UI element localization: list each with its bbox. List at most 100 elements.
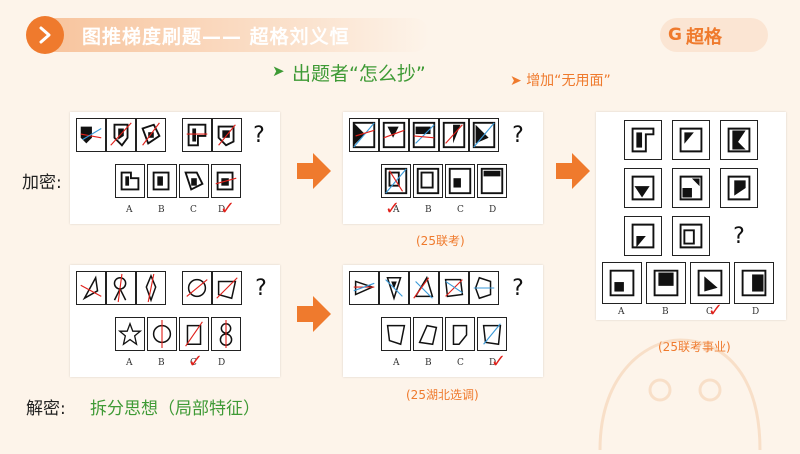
question-mark: ? xyxy=(720,216,758,256)
figure-cell xyxy=(439,271,469,305)
figure-cell xyxy=(409,118,439,152)
puzzle-panel-2: ? A B C D ✓ xyxy=(343,112,543,224)
check-mark-icon: ✓ xyxy=(708,300,724,321)
figure-cell xyxy=(469,118,499,152)
figure-cell xyxy=(136,118,166,152)
figure-cell xyxy=(469,271,499,305)
encrypt-label: 加密: xyxy=(22,173,62,193)
figure-cell xyxy=(76,118,106,152)
logo-icon: G xyxy=(668,25,682,45)
figure-cell xyxy=(349,118,379,152)
caption-panel-4: (25湖北选调) xyxy=(406,388,479,402)
option-cell[interactable] xyxy=(413,164,443,198)
right-arrow-icon xyxy=(297,153,331,189)
figure-cell xyxy=(106,271,136,305)
puzzle-panel-3: ? A B C D ✓ xyxy=(70,265,280,377)
option-cell[interactable] xyxy=(179,164,209,198)
option-label: C xyxy=(190,358,197,368)
option-cell[interactable] xyxy=(445,164,475,198)
option-label: B xyxy=(425,205,432,215)
option-label: A xyxy=(126,205,133,215)
triangle-bullet-icon: ➤ xyxy=(272,62,285,80)
option-label: A xyxy=(126,358,133,368)
note-label: 增加“无用面” xyxy=(526,73,611,89)
figure-cell xyxy=(212,271,242,305)
option-label: D xyxy=(218,205,226,215)
figure-cell xyxy=(720,168,758,208)
caption-panel-2: (25联考) xyxy=(416,234,465,248)
option-cell[interactable] xyxy=(211,164,241,198)
option-cell[interactable] xyxy=(690,262,730,304)
option-cell[interactable] xyxy=(211,317,241,351)
option-cell[interactable] xyxy=(477,317,507,351)
figure-cell xyxy=(720,120,758,160)
option-cell[interactable] xyxy=(115,317,145,351)
option-label: D xyxy=(752,307,760,317)
option-cell[interactable] xyxy=(646,262,686,304)
option-label: A xyxy=(618,307,625,317)
question-mark: ? xyxy=(503,118,533,152)
decrypt-method: 拆分思想（局部特征） xyxy=(90,399,260,419)
check-mark-icon: ✓ xyxy=(491,351,507,372)
question-mark: ? xyxy=(246,271,276,305)
option-label: C xyxy=(706,307,713,317)
option-label: D xyxy=(218,358,226,368)
question-mark: ? xyxy=(503,271,533,305)
option-cell[interactable] xyxy=(413,317,443,351)
play-icon xyxy=(26,16,64,54)
figure-cell xyxy=(349,271,379,305)
option-cell[interactable] xyxy=(147,164,177,198)
option-label: C xyxy=(457,358,464,368)
option-label: C xyxy=(457,205,464,215)
figure-cell xyxy=(76,271,106,305)
figure-cell xyxy=(212,118,242,152)
logo-pill xyxy=(660,18,768,52)
option-label: B xyxy=(425,358,432,368)
puzzle-panel-1: ? A B C D ✓ xyxy=(70,112,280,224)
figure-cell xyxy=(106,118,136,152)
header-band xyxy=(30,18,430,52)
question-mark: ? xyxy=(244,118,274,152)
option-cell[interactable] xyxy=(381,164,411,198)
option-cell[interactable] xyxy=(602,262,642,304)
check-mark-icon: ✓ xyxy=(385,198,401,219)
decrypt-label: 解密: xyxy=(26,399,66,419)
figure-cell xyxy=(379,271,409,305)
puzzle-panel-4: ? A B C D ✓ xyxy=(343,265,543,377)
figure-cell xyxy=(624,120,662,160)
figure-cell xyxy=(624,168,662,208)
option-cell[interactable] xyxy=(734,262,774,304)
option-cell[interactable] xyxy=(147,317,177,351)
option-cell[interactable] xyxy=(179,317,209,351)
option-label: A xyxy=(393,358,400,368)
option-label: B xyxy=(662,307,669,317)
subtitle: 出题者“怎么抄” xyxy=(292,63,426,85)
option-cell[interactable] xyxy=(115,164,145,198)
check-mark-icon: ✓ xyxy=(220,198,236,219)
option-label: D xyxy=(489,358,497,368)
figure-cell xyxy=(672,216,710,256)
right-arrow-icon xyxy=(556,153,590,189)
option-label: A xyxy=(393,205,400,215)
option-label: C xyxy=(190,205,197,215)
figure-cell xyxy=(409,271,439,305)
option-cell[interactable] xyxy=(445,317,475,351)
figure-cell xyxy=(136,271,166,305)
figure-cell xyxy=(672,168,710,208)
right-arrow-icon xyxy=(297,296,331,332)
figure-cell xyxy=(379,118,409,152)
option-cell[interactable] xyxy=(381,317,411,351)
figure-cell xyxy=(624,216,662,256)
logo-text: 超格 xyxy=(686,27,722,48)
page-title: 图推梯度刷题—— 超格刘义恒 xyxy=(82,26,350,48)
caption-panel-5: (25联考事业) xyxy=(658,340,731,354)
option-cell[interactable] xyxy=(477,164,507,198)
mascot-decoration xyxy=(560,310,790,451)
figure-cell xyxy=(672,120,710,160)
puzzle-panel-5: ? A B C D ✓ xyxy=(596,112,786,321)
option-label: B xyxy=(158,358,165,368)
check-mark-icon: ✓ xyxy=(188,351,204,372)
figure-cell xyxy=(182,271,212,305)
figure-cell xyxy=(439,118,469,152)
option-label: B xyxy=(158,205,165,215)
